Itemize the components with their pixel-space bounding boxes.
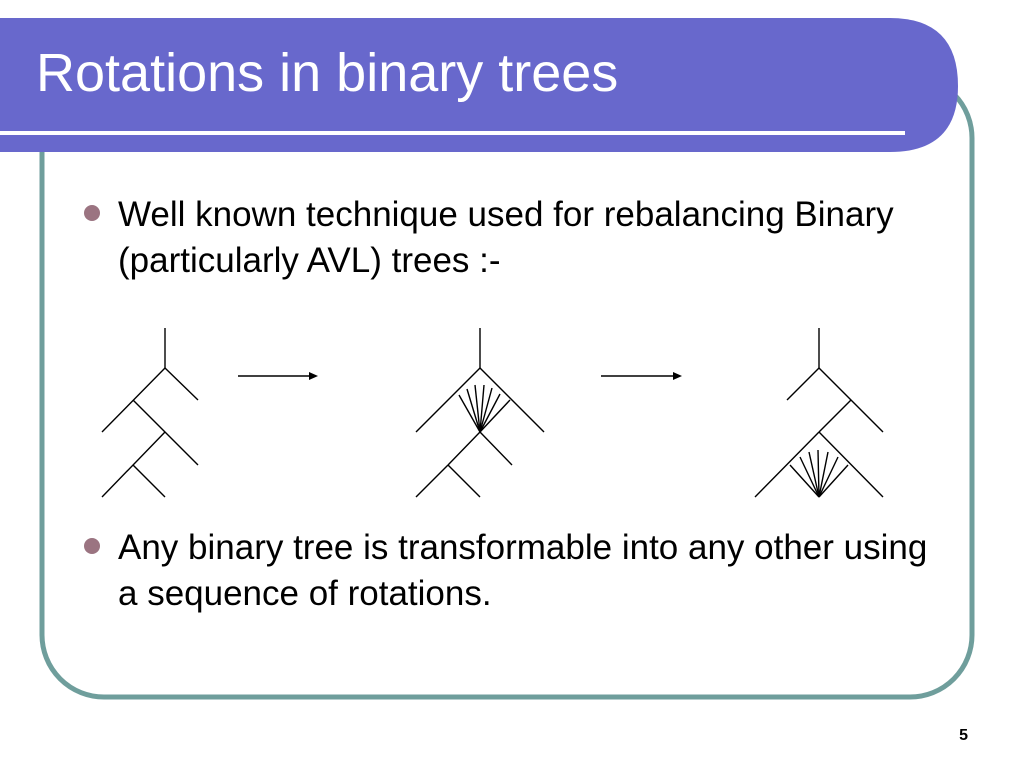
title-bar (0, 18, 958, 152)
bullet-dot-icon (84, 538, 100, 554)
arrow-right-icon (601, 372, 682, 380)
bullet-text: Well known technique used for rebalancin… (118, 195, 894, 280)
page-number: 5 (959, 727, 968, 744)
tree-final (754, 328, 884, 498)
arrow-right-icon (238, 372, 318, 380)
page-title: Rotations in binary trees (36, 43, 619, 103)
bullet-dot-icon (84, 205, 100, 221)
tree-initial (101, 328, 199, 498)
bullet-text: Any binary tree is transformable into an… (118, 528, 928, 613)
tree-intermediate (415, 328, 545, 498)
